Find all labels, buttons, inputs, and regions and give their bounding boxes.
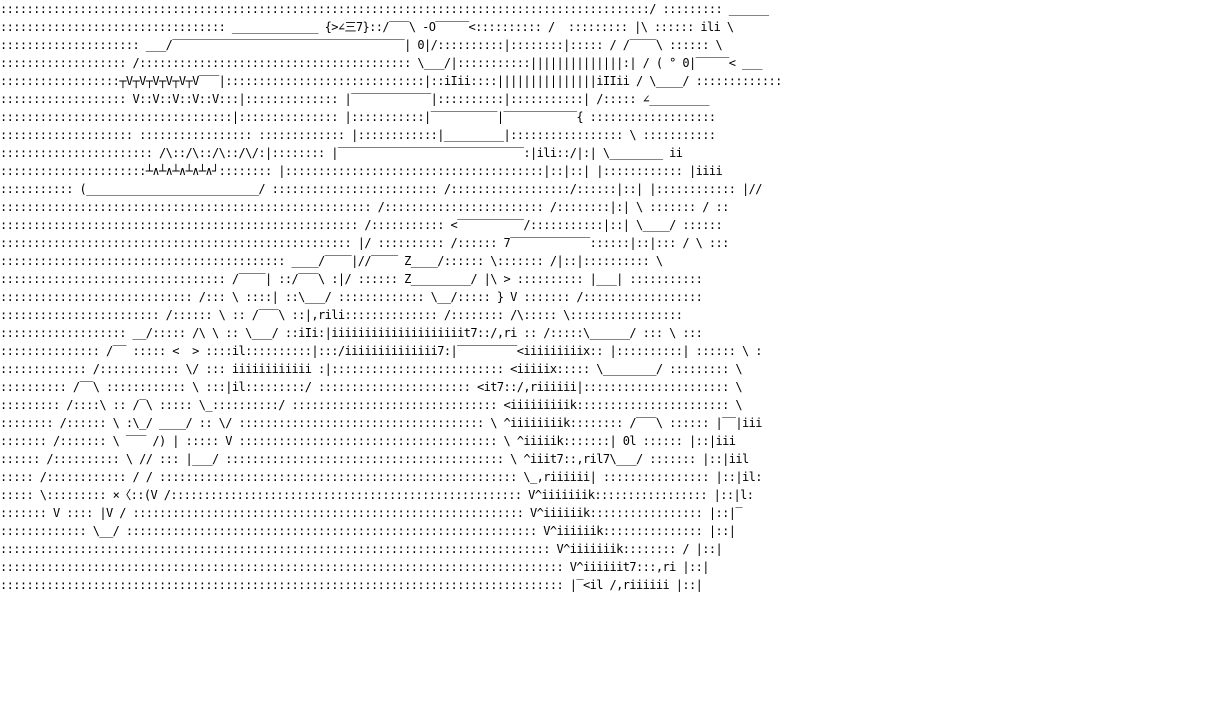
ascii-art-text: ::::::::::::::::::::::::::::::::::::::::… bbox=[0, 2, 782, 592]
